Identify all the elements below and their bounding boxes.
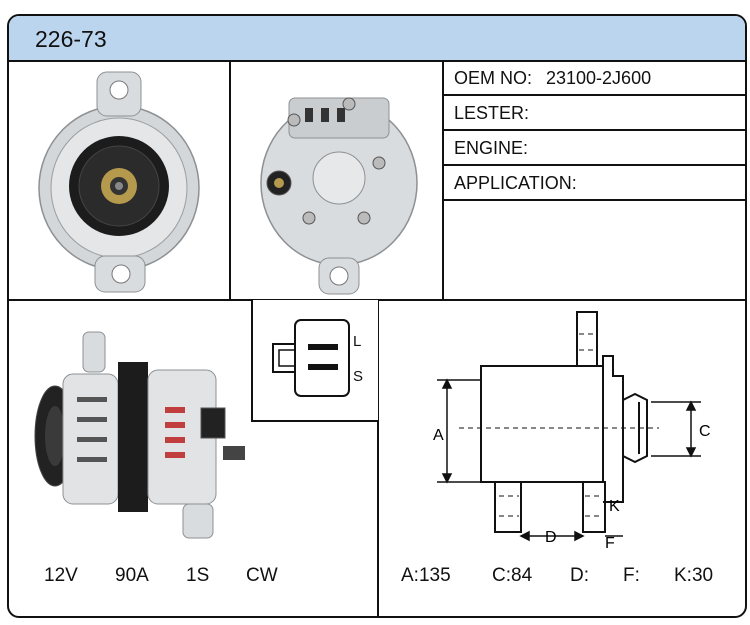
dimension-k: K:30 — [674, 565, 714, 586]
dim-label-d: D — [545, 529, 557, 546]
spec-row-oem: OEM NO: 23100-2J600 — [444, 60, 745, 96]
dimension-a: A:135 — [401, 565, 451, 586]
grid-line-top-right-divider — [442, 60, 444, 300]
connector-pin-l: L — [353, 333, 362, 350]
oem-label: OEM NO: — [454, 68, 533, 88]
rating-amperage: 90A — [115, 565, 149, 586]
connector-plug-icon — [272, 319, 350, 397]
rating-pulley: 1S — [186, 565, 210, 586]
connector-box: L S — [251, 300, 378, 422]
dimension-c: C:84 — [492, 565, 533, 586]
lester-label: LESTER: — [454, 103, 530, 123]
oem-value: 23100-2J600 — [546, 68, 652, 88]
spec-row-application: APPLICATION: — [444, 165, 745, 201]
part-number: 226-73 — [35, 26, 107, 52]
dim-label-f: F — [605, 535, 615, 552]
grid-line-top-left-divider — [229, 60, 231, 300]
alternator-side-view — [34, 331, 245, 539]
spec-row-engine: ENGINE: — [444, 130, 745, 166]
grid-line-bottom-divider — [377, 300, 379, 616]
dimension-drawing: A C D F K — [433, 311, 711, 552]
dim-label-c: C — [699, 423, 711, 440]
spec-row-lester: LESTER: — [444, 95, 745, 131]
dimension-f: F: — [623, 565, 640, 586]
dim-label-k: K — [609, 498, 620, 515]
alternator-rear-view — [260, 97, 418, 295]
connector-pin-s: S — [353, 368, 364, 385]
dimension-d: D: — [570, 565, 589, 586]
alternator-front-view — [38, 71, 200, 293]
dim-label-a: A — [433, 427, 444, 444]
engine-label: ENGINE: — [454, 138, 529, 158]
catalog-sheet: 226-73 OEM NO: 23100-2J600 LESTER: ENGIN… — [7, 14, 747, 618]
rating-voltage: 12V — [44, 565, 78, 586]
application-label: APPLICATION: — [454, 173, 577, 193]
title-bar: 226-73 — [9, 16, 745, 62]
rating-rotation: CW — [246, 565, 278, 586]
